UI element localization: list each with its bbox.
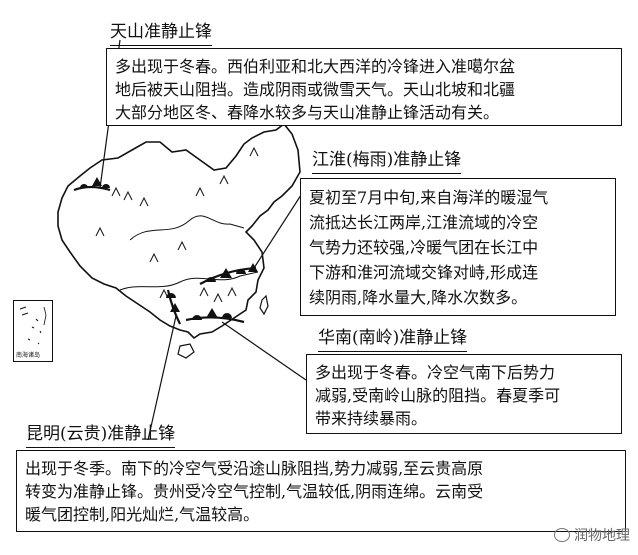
jianghuai-line-4: 下游和淮河流域交锋对峙,形成连 bbox=[309, 263, 539, 282]
taiwan-island bbox=[259, 294, 269, 316]
tianshan-title-underline bbox=[110, 44, 212, 46]
huanan-line-3: 带来持续暴雨。 bbox=[315, 409, 428, 428]
jianghuai-box: 夏初至7月中旬,来自海洋的暖湿气 流抵达长江两岸,江淮流域的冷空 气势力还较强,… bbox=[300, 178, 616, 316]
yangtze-river bbox=[119, 271, 259, 291]
jianghuai-front-symbol bbox=[199, 263, 258, 285]
tianshan-title: 天山准静止锋 bbox=[110, 22, 212, 46]
wechat-icon bbox=[554, 528, 570, 542]
kunming-title: 昆明(云贵)准静止锋 bbox=[26, 424, 176, 448]
kunming-title-underline bbox=[26, 446, 176, 448]
huanan-title-underline bbox=[318, 350, 468, 352]
jianghuai-title: 江淮(梅雨)准静止锋 bbox=[312, 150, 462, 174]
tianshan-line-2: 地后被天山阻挡。造成阴雨或微雪天气。天山北坡和北疆 bbox=[115, 80, 516, 99]
tianshan-line-1: 多出现于冬春。西伯利亚和北大西洋的冷锋进入准噶尔盆 bbox=[115, 57, 516, 76]
jianghuai-line-1: 夏初至7月中旬,来自海洋的暖湿气 bbox=[309, 188, 549, 207]
watermark: 润物地理 bbox=[554, 525, 630, 545]
kunming-line-3: 暖气团控制,阳光灿烂,气温较高。 bbox=[25, 505, 260, 524]
inset-islands bbox=[19, 306, 47, 345]
jianghuai-line-2: 流抵达长江两岸,江淮流域的冷空 bbox=[309, 213, 539, 232]
kunming-line-1: 出现于冬季。南下的冷空气受沿途山脉阻挡,势力减弱,至云贵高原 bbox=[25, 459, 484, 478]
tianshan-box: 多出现于冬春。西伯利亚和北大西洋的冷锋进入准噶尔盆 地后被天山阻挡。造成阴雨或微… bbox=[106, 48, 622, 126]
jianghuai-line-5: 续阴雨,降水量大,降水次数多。 bbox=[309, 288, 528, 307]
huanan-title: 华南(南岭)准静止锋 bbox=[318, 328, 468, 352]
tianshan-line-3: 大部分地区冬、春降水较多与天山准静止锋活动有关。 bbox=[115, 103, 500, 122]
kunming-leader bbox=[147, 315, 177, 441]
huanan-line-2: 减弱,受南岭山脉的阻挡。春夏季可 bbox=[315, 386, 561, 405]
jianghuai-line-3: 气势力还较强,冷暖气团在长江中 bbox=[309, 238, 539, 257]
kunming-box: 出现于冬季。南下的冷空气受沿途山脉阻挡,势力减弱,至云贵高原 转变为准静止锋。贵… bbox=[16, 450, 626, 532]
yellow-river bbox=[129, 215, 245, 241]
huanan-title-text: 华南(南岭)准静止锋 bbox=[318, 328, 468, 348]
hainan-island bbox=[177, 343, 195, 359]
jianghuai-title-underline bbox=[312, 172, 462, 174]
huanan-box: 多出现于冬春。冷空气南下后势力 减弱,受南岭山脉的阻挡。春夏季可 带来持续暴雨。 bbox=[306, 354, 622, 434]
huanan-leader bbox=[221, 321, 307, 381]
south-china-sea-inset: 南海诸岛 bbox=[13, 300, 53, 362]
mountain-symbols bbox=[95, 146, 259, 303]
tianshan-front-symbol bbox=[73, 177, 111, 192]
kunming-line-2: 转变为准静止锋。贵州受冷空气控制,气温较低,阴雨连绵。云南受 bbox=[25, 482, 484, 501]
kunming-front-symbol bbox=[166, 289, 181, 325]
huanan-front-symbol bbox=[185, 308, 245, 324]
jianghuai-title-text: 江淮(梅雨)准静止锋 bbox=[312, 150, 462, 170]
inset-label: 南海诸岛 bbox=[16, 352, 41, 359]
watermark-text: 润物地理 bbox=[574, 528, 630, 544]
huanan-line-1: 多出现于冬春。冷空气南下后势力 bbox=[315, 363, 556, 382]
china-outline bbox=[57, 122, 301, 340]
kunming-title-text: 昆明(云贵)准静止锋 bbox=[26, 424, 176, 444]
tianshan-title-text: 天山准静止锋 bbox=[110, 22, 212, 42]
